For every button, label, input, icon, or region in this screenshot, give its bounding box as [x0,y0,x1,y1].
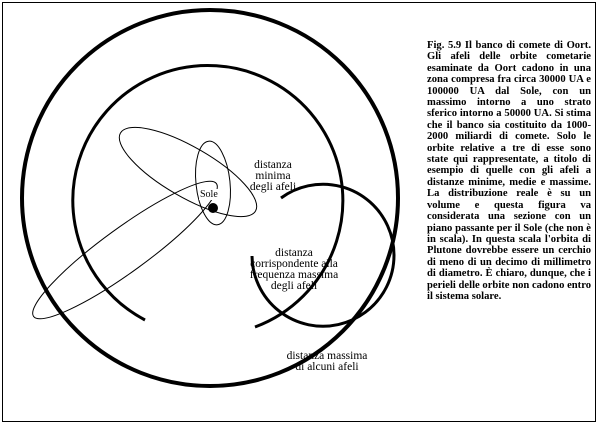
max-aphelion-label: distanza massima di alcuni afeli [272,351,382,373]
min-aphelion-label: distanza minima degli afeli [234,160,312,193]
sun-label: Sole [199,189,219,200]
figure-caption: Fig. 5.9 Il banco di comete di Oort. Gli… [427,40,591,302]
mode-aphelion-label: distanza corrispondente alla frequenza m… [236,248,352,292]
caption-text: Gli afeli delle orbite cometarie esamina… [427,51,591,302]
sun-dot [208,203,218,213]
caption-title: Fig. 5.9 Il banco di comete di Oort. [427,40,591,51]
